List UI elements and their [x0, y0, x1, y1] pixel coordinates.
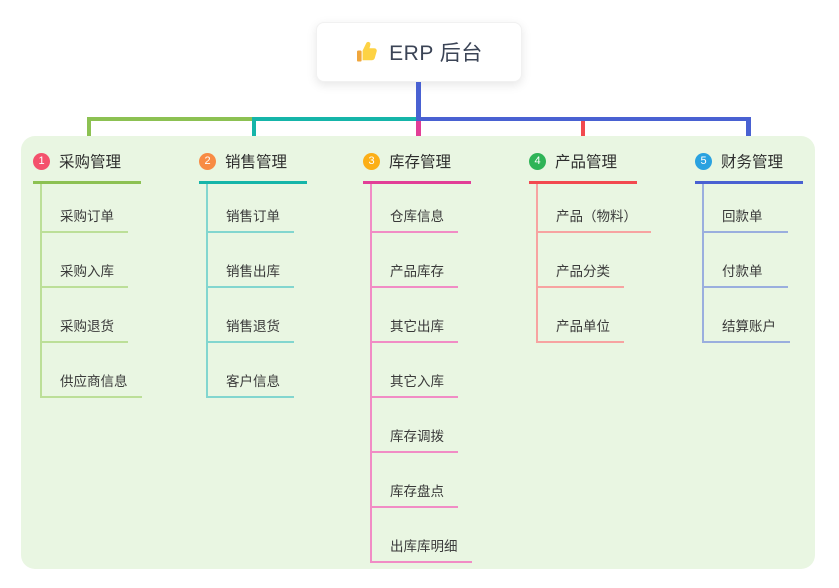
branch-child-item[interactable]: 采购入库 — [42, 233, 128, 288]
root-node[interactable]: ERP 后台 — [316, 22, 522, 82]
branch-column-purchase: 1 采购管理 采购订单采购入库采购退货供应商信息 — [33, 150, 142, 398]
branch-child-label: 采购退货 — [60, 319, 114, 334]
branch-child-label: 产品分类 — [556, 264, 610, 279]
branch-child-label: 销售订单 — [226, 209, 280, 224]
branch-child-label: 结算账户 — [722, 319, 776, 334]
branch-child-label: 仓库信息 — [390, 209, 444, 224]
branch-child-item[interactable]: 其它入库 — [372, 343, 458, 398]
branch-child-label: 销售退货 — [226, 319, 280, 334]
connector-drop-purchase — [87, 117, 91, 146]
branch-header-finance[interactable]: 5 财务管理 — [695, 150, 803, 184]
branch-child-item[interactable]: 结算账户 — [704, 288, 790, 343]
branch-child-label: 产品库存 — [390, 264, 444, 279]
branch-child-label: 其它出库 — [390, 319, 444, 334]
branch-child-label: 付款单 — [722, 264, 763, 279]
branch-header-purchase[interactable]: 1 采购管理 — [33, 150, 141, 184]
branch-badge: 1 — [33, 152, 50, 170]
branch-column-product: 4 产品管理 产品（物料） 产品分类产品单位 — [529, 150, 651, 343]
branch-child-item[interactable]: 其它出库 — [372, 288, 458, 343]
branch-child-item[interactable]: 付款单 — [704, 233, 788, 288]
connector-drop-product — [581, 120, 585, 144]
branch-child-item[interactable]: 产品（物料） — [538, 184, 651, 233]
branch-child-item[interactable]: 采购退货 — [42, 288, 128, 343]
branch-header-inventory[interactable]: 3 库存管理 — [363, 150, 471, 184]
branch-child-item[interactable]: 产品库存 — [372, 233, 458, 288]
branch-child-item[interactable]: 采购订单 — [42, 184, 128, 233]
branch-children-list: 销售订单销售出库销售退货客户信息 — [206, 184, 307, 398]
branch-child-item[interactable]: 销售出库 — [208, 233, 294, 288]
branch-child-item[interactable]: 客户信息 — [208, 343, 294, 398]
branch-child-item[interactable]: 回款单 — [704, 184, 788, 233]
branch-child-item[interactable]: 供应商信息 — [42, 343, 142, 398]
branch-children-list: 回款单付款单结算账户 — [702, 184, 803, 343]
branch-child-item[interactable]: 库存调拨 — [372, 398, 458, 453]
branch-label: 产品管理 — [555, 154, 618, 171]
branch-children-list: 仓库信息产品库存其它出库其它入库库存调拨库存盘点出库库明细 — [370, 184, 472, 563]
branch-column-finance: 5 财务管理 回款单付款单结算账户 — [695, 150, 803, 343]
branch-column-sales: 2 销售管理 销售订单销售出库销售退货客户信息 — [199, 150, 307, 398]
branch-child-label: 供应商信息 — [60, 374, 128, 389]
branch-child-item[interactable]: 销售退货 — [208, 288, 294, 343]
branch-label: 销售管理 — [225, 154, 288, 171]
branch-column-inventory: 3 库存管理 仓库信息产品库存其它出库其它入库库存调拨库存盘点出库库明细 — [363, 150, 472, 563]
branch-header-product[interactable]: 4 产品管理 — [529, 150, 637, 184]
branch-header-sales[interactable]: 2 销售管理 — [199, 150, 307, 184]
branch-child-label: 其它入库 — [390, 374, 444, 389]
connector-branchline-teal — [252, 117, 421, 121]
branch-child-label: 出库库明细 — [390, 539, 458, 554]
branch-badge: 5 — [695, 152, 712, 170]
branch-child-label: 采购订单 — [60, 209, 114, 224]
root-title: ERP 后台 — [389, 42, 483, 65]
connector-drop-sales — [252, 117, 256, 146]
branch-child-item[interactable]: 出库库明细 — [372, 508, 472, 563]
branch-badge: 4 — [529, 152, 546, 170]
branch-child-label: 回款单 — [722, 209, 763, 224]
branch-badge: 3 — [363, 152, 380, 170]
branch-children-list: 采购订单采购入库采购退货供应商信息 — [40, 184, 142, 398]
branch-child-item[interactable]: 销售订单 — [208, 184, 294, 233]
connector-drop-finance — [746, 117, 751, 146]
connector-branchline-green — [87, 117, 256, 121]
branch-children-list: 产品（物料） 产品分类产品单位 — [536, 184, 651, 343]
branch-child-label: 库存盘点 — [390, 484, 444, 499]
branch-child-item[interactable]: 仓库信息 — [372, 184, 458, 233]
thumbs-up-icon — [357, 41, 377, 62]
branch-child-label: 库存调拨 — [390, 429, 444, 444]
summary-panel — [21, 136, 815, 569]
branch-child-item[interactable]: 产品分类 — [538, 233, 624, 288]
connector-drop-inventory — [416, 119, 421, 146]
branch-label: 财务管理 — [721, 154, 784, 171]
branch-badge: 2 — [199, 152, 216, 170]
branch-child-label: 产品单位 — [556, 319, 610, 334]
branch-child-label: 销售出库 — [226, 264, 280, 279]
branch-label: 库存管理 — [389, 154, 452, 171]
branch-label: 采购管理 — [59, 154, 122, 171]
branch-child-item[interactable]: 产品单位 — [538, 288, 624, 343]
branch-child-label: 产品（物料） — [556, 209, 637, 224]
branch-child-label: 采购入库 — [60, 264, 114, 279]
connector-stem — [416, 82, 421, 121]
branch-child-item[interactable]: 库存盘点 — [372, 453, 458, 508]
branch-child-label: 客户信息 — [226, 374, 280, 389]
connector-branchline-blue — [416, 117, 751, 121]
